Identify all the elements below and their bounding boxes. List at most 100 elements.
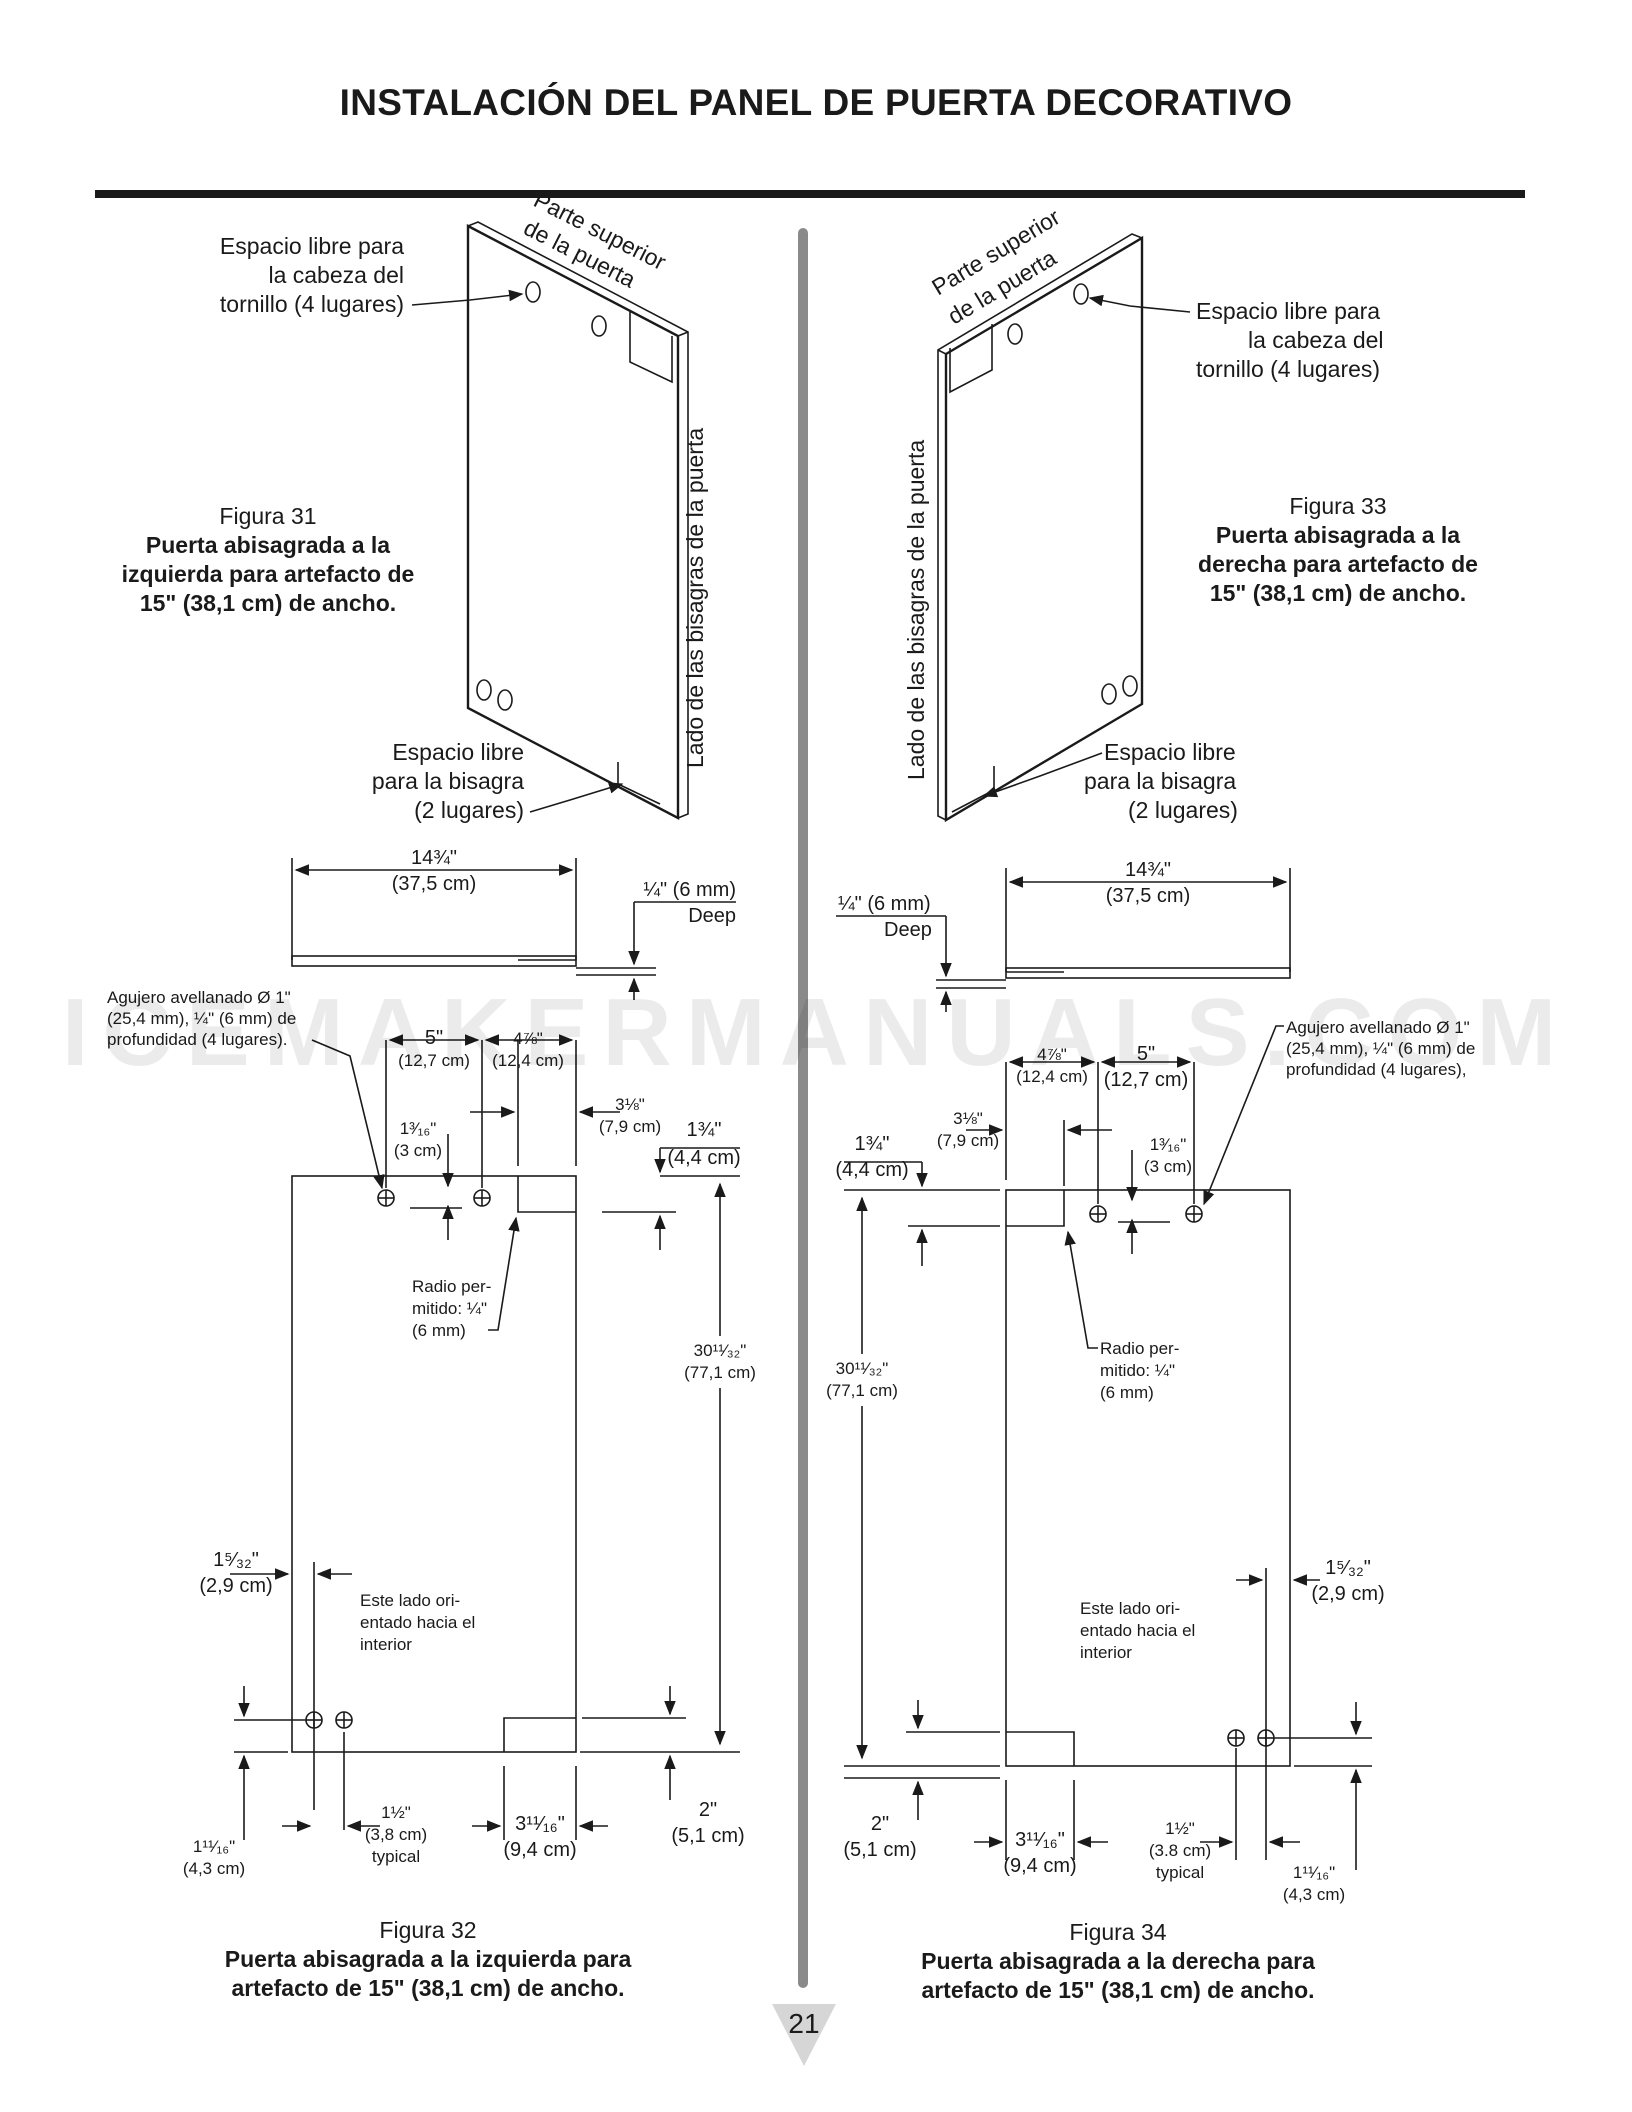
fig34-inside-2: entado hacia el bbox=[1080, 1621, 1195, 1640]
fig34-depth-in: ¼" (6 mm) bbox=[838, 893, 931, 915]
fig34-width-in: 14¾" bbox=[1125, 859, 1171, 881]
figure-33: Parte superior de la puerta Lado de las … bbox=[903, 203, 1478, 823]
fig34-dim-1316-in: 1³⁄₁₆" bbox=[1150, 1135, 1187, 1154]
fig34-caption-2: artefacto de 15" (38,1 cm) de ancho. bbox=[921, 1977, 1314, 2003]
fig34-radius-1: Radio per- bbox=[1100, 1339, 1179, 1358]
fig33-caption-3: 15" (38,1 cm) de ancho. bbox=[1210, 580, 1466, 606]
fig33-caption-number: Figura 33 bbox=[1289, 493, 1386, 519]
fig34-dim-134-cm: (4,4 cm) bbox=[835, 1159, 908, 1181]
fig32-dim-478-cm: (12,4 cm) bbox=[492, 1051, 564, 1070]
fig32-dim-5-cm: (12,7 cm) bbox=[398, 1051, 470, 1070]
figure-34: 14¾" (37,5 cm) ¼" (6 mm) Deep Agujero av… bbox=[812, 859, 1475, 2003]
fig32-inside-2: entado hacia el bbox=[360, 1613, 475, 1632]
fig34-height-cm: (77,1 cm) bbox=[826, 1381, 898, 1400]
fig34-hole-callout-1: Agujero avellanado Ø 1" bbox=[1286, 1018, 1470, 1037]
fig31-hinge-callout-2: para la bisagra bbox=[372, 768, 524, 794]
fig32-dim-318-in: 3⅛" bbox=[615, 1095, 645, 1114]
fig34-dim-5-in: 5" bbox=[1137, 1043, 1155, 1065]
fig31-hinge-callout-1: Espacio libre bbox=[392, 739, 524, 765]
fig32-dim-134-in: 1¾" bbox=[687, 1119, 722, 1141]
fig32-caption-number: Figura 32 bbox=[379, 1917, 476, 1943]
fig31-hinge-callout-3: (2 lugares) bbox=[414, 797, 524, 823]
fig33-hinge-callout-2: para la bisagra bbox=[1084, 768, 1236, 794]
fig32-panel-front bbox=[291, 1175, 577, 1753]
door-panel-left bbox=[466, 224, 680, 820]
fig32-dim-1316-in: 1³⁄₁₆" bbox=[400, 1119, 437, 1138]
screw-hole-icon bbox=[476, 281, 607, 711]
fig34-dim-11116-in: 1¹¹⁄₁₆" bbox=[1293, 1863, 1335, 1882]
fig34-dim-318-cm: (7,9 cm) bbox=[937, 1131, 999, 1150]
fig34-dim-318-in: 3⅛" bbox=[953, 1109, 983, 1128]
fig34-width-cm: (37,5 cm) bbox=[1106, 885, 1190, 907]
fig31-screw-callout-1: Espacio libre para bbox=[220, 233, 404, 259]
fig34-dim-5-cm: (12,7 cm) bbox=[1104, 1069, 1188, 1091]
fig32-dim-478-in: 4⅞" bbox=[513, 1029, 543, 1048]
fig32-hole-callout-1: Agujero avellanado Ø 1" bbox=[107, 988, 291, 1007]
fig34-panel-front bbox=[1005, 1189, 1291, 1767]
fig32-height-in: 30¹¹⁄₃₂" bbox=[694, 1341, 747, 1360]
fig33-caption-2: derecha para artefacto de bbox=[1198, 551, 1478, 577]
fig33-hinge-callout-1: Espacio libre bbox=[1104, 739, 1236, 765]
fig32-dim-112-in: 1½" bbox=[381, 1803, 411, 1822]
fig32-dim-11116-cm: (4,3 cm) bbox=[183, 1859, 245, 1878]
fig32-radius-3: (6 mm) bbox=[412, 1321, 466, 1340]
fig34-side-view bbox=[1005, 967, 1291, 979]
fig34-dim-478-cm: (12,4 cm) bbox=[1016, 1067, 1088, 1086]
fig34-dim-1532-in: 1⁵⁄₃₂" bbox=[1325, 1557, 1371, 1579]
fig32-dim-31116-cm: (9,4 cm) bbox=[503, 1839, 576, 1861]
fig32-hole-callout-3: profundidad (4 lugares). bbox=[107, 1030, 288, 1049]
fig34-dim-112-in: 1½" bbox=[1165, 1819, 1195, 1838]
fig34-dim-11116-cm: (4,3 cm) bbox=[1283, 1885, 1345, 1904]
fig32-dim-2-in: 2" bbox=[699, 1799, 717, 1821]
door-panel-right bbox=[944, 235, 1144, 823]
fig34-depth-word: Deep bbox=[884, 919, 932, 941]
fig32-dim-2-cm: (5,1 cm) bbox=[671, 1825, 744, 1847]
fig34-hole-callout-2: (25,4 mm), ¼" (6 mm) de bbox=[1286, 1039, 1475, 1058]
fig34-hole-icons bbox=[1089, 1205, 1275, 1747]
fig32-dim-112-cm: (3,8 cm) bbox=[365, 1825, 427, 1844]
fig34-radius-2: mitido: ¼" bbox=[1100, 1361, 1175, 1380]
fig34-dim-2-in: 2" bbox=[871, 1813, 889, 1835]
fig32-dim-1316-cm: (3 cm) bbox=[394, 1141, 442, 1160]
fig33-side-label: Lado de las bisagras de la puerta bbox=[903, 440, 929, 780]
fig34-dim-1532-cm: (2,9 cm) bbox=[1311, 1583, 1384, 1605]
fig34-dim-31116-cm: (9,4 cm) bbox=[1003, 1855, 1076, 1877]
fig31-caption-3: 15" (38,1 cm) de ancho. bbox=[140, 590, 396, 616]
figure-31: Parte superior de la puerta Lado de las … bbox=[122, 186, 708, 823]
fig31-screw-callout-2: la cabeza del bbox=[268, 262, 404, 288]
fig33-screw-callout-2: la cabeza del bbox=[1248, 327, 1384, 353]
fig33-screw-callout-1: Espacio libre para bbox=[1196, 298, 1380, 324]
fig32-caption-2: artefacto de 15" (38,1 cm) de ancho. bbox=[231, 1975, 624, 2001]
fig32-inside-1: Este lado ori- bbox=[360, 1591, 460, 1610]
fig34-dim-134-in: 1¾" bbox=[855, 1133, 890, 1155]
fig33-screw-callout-3: tornillo (4 lugares) bbox=[1196, 356, 1380, 382]
fig31-caption-1: Puerta abisagrada a la bbox=[146, 532, 390, 558]
fig33-caption-1: Puerta abisagrada a la bbox=[1216, 522, 1460, 548]
watermark: ICEMAKERMANUALS.COM bbox=[61, 979, 1571, 1086]
fig32-hole-callout-2: (25,4 mm), ¼" (6 mm) de bbox=[107, 1009, 296, 1028]
center-divider bbox=[798, 228, 808, 1988]
title-rule bbox=[95, 190, 1525, 198]
fig34-hole-callout-3: profundidad (4 lugares), bbox=[1286, 1060, 1467, 1079]
figure-32: 14¾" (37,5 cm) ¼" (6 mm) Deep Agujero av… bbox=[107, 847, 770, 2001]
fig34-inside-3: interior bbox=[1080, 1643, 1132, 1662]
page-number: 21 bbox=[788, 2008, 820, 2039]
fig34-caption-number: Figura 34 bbox=[1069, 1919, 1166, 1945]
fig32-dim-5-in: 5" bbox=[425, 1027, 443, 1049]
fig31-caption-2: izquierda para artefacto de bbox=[122, 561, 415, 587]
fig34-dim-478-in: 4⅞" bbox=[1037, 1045, 1067, 1064]
fig34-dim-2-cm: (5,1 cm) bbox=[843, 1839, 916, 1861]
screw-hole-icon bbox=[1007, 283, 1138, 705]
fig32-width-in: 14¾" bbox=[411, 847, 457, 869]
fig32-width-cm: (37,5 cm) bbox=[392, 873, 476, 895]
fig33-hinge-callout-3: (2 lugares) bbox=[1128, 797, 1238, 823]
fig32-dim-1532-in: 1⁵⁄₃₂" bbox=[213, 1549, 259, 1571]
fig31-screw-callout-3: tornillo (4 lugares) bbox=[220, 291, 404, 317]
fig32-dim-11116-in: 1¹¹⁄₁₆" bbox=[193, 1837, 235, 1856]
fig32-height-cm: (77,1 cm) bbox=[684, 1363, 756, 1382]
fig34-caption-1: Puerta abisagrada a la derecha para bbox=[921, 1948, 1315, 1974]
fig34-dim-112-word: typical bbox=[1156, 1863, 1204, 1882]
fig34-height-in: 30¹¹⁄₃₂" bbox=[836, 1359, 889, 1378]
fig34-dim-112-cm: (3.8 cm) bbox=[1149, 1841, 1211, 1860]
